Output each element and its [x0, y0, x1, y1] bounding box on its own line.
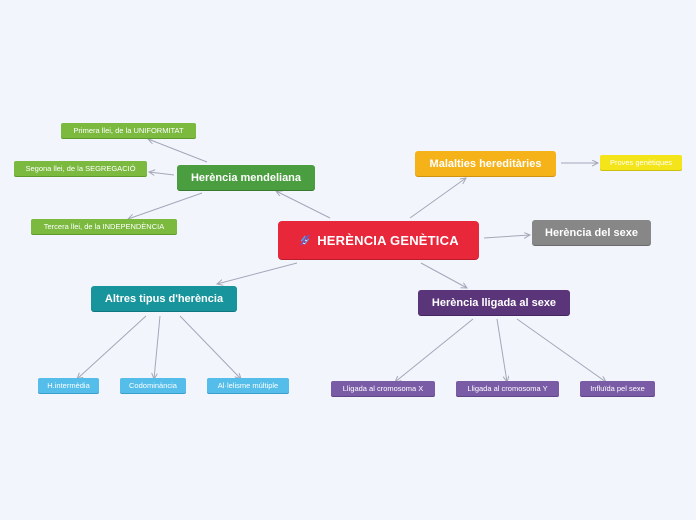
- subtopic-h-intermedia[interactable]: H.intermèdia: [38, 378, 99, 393]
- subtopic-label: Proves genètiques: [609, 158, 673, 167]
- edge-root-mendeliana: [276, 191, 331, 219]
- subtopic-proves-genetiques[interactable]: Proves genètiques: [600, 155, 682, 170]
- subtopic-lligada-cromosoma-x[interactable]: Lligada al cromosoma X: [331, 381, 435, 396]
- subtopic-tercera-llei[interactable]: Tercera llei, de la INDEPENDÈNCIA: [31, 219, 177, 234]
- edge-root-malalties: [409, 178, 466, 219]
- topic-herencia-mendeliana[interactable]: Herència mendeliana: [177, 165, 315, 190]
- subtopic-label: Tercera llei, de la INDEPENDÈNCIA: [43, 222, 165, 231]
- subtopic-label: Codominància: [129, 381, 177, 390]
- edge-root-sexe: [483, 235, 530, 238]
- root-topic-label: HERÈNCIA GENÈTICA: [317, 232, 459, 248]
- topic-label: Altres tipus d'herència: [104, 292, 224, 305]
- edge-altres-leaf-1: [77, 315, 147, 379]
- edge-altres-leaf-3: [179, 315, 241, 379]
- edge-lligada-leaf-2: [496, 318, 507, 382]
- subtopic-label: Influïda pel sexe: [590, 384, 645, 393]
- subtopic-primera-llei[interactable]: Primera llei, de la UNIFORMITAT: [61, 123, 196, 138]
- subtopic-label: Lligada al cromosoma Y: [467, 384, 548, 393]
- subtopic-label: Al·lelisme múltiple: [217, 381, 279, 390]
- edge-mendeliana-leaf-1: [148, 139, 208, 163]
- edge-lligada-leaf-1: [395, 318, 474, 382]
- subtopic-lligada-cromosoma-y[interactable]: Lligada al cromosoma Y: [456, 381, 559, 396]
- topic-herencia-del-sexe[interactable]: Herència del sexe: [532, 220, 651, 245]
- edge-mendeliana-leaf-2: [149, 172, 175, 175]
- edge-root-lligada: [420, 262, 467, 288]
- subtopic-influida-pel-sexe[interactable]: Influïda pel sexe: [580, 381, 655, 396]
- edge-lligada-leaf-3: [516, 318, 606, 382]
- root-topic[interactable]: HERÈNCIA GENÈTICA: [278, 221, 479, 259]
- edge-altres-leaf-2: [154, 315, 161, 379]
- subtopic-label: Lligada al cromosoma X: [342, 384, 424, 393]
- subtopic-label: Segona llei, de la SEGREGACIÓ: [25, 164, 136, 173]
- topic-label: Herència lligada al sexe: [431, 296, 557, 309]
- edge-root-altres: [217, 262, 298, 284]
- subtopic-label: Primera llei, de la UNIFORMITAT: [73, 126, 184, 135]
- topic-label: Malalties hereditàries: [429, 157, 542, 170]
- subtopic-allelisme-multiple[interactable]: Al·lelisme múltiple: [207, 378, 289, 393]
- topic-altres-tipus-herencia[interactable]: Altres tipus d'herència: [91, 286, 237, 311]
- dna-icon: [300, 234, 310, 246]
- subtopic-label: H.intermèdia: [47, 381, 90, 390]
- topic-herencia-lligada-al-sexe[interactable]: Herència lligada al sexe: [418, 290, 570, 315]
- edge-mendeliana-leaf-3: [128, 192, 203, 219]
- subtopic-segona-llei[interactable]: Segona llei, de la SEGREGACIÓ: [14, 161, 147, 176]
- topic-label: Herència del sexe: [545, 226, 638, 239]
- topic-label: Herència mendeliana: [190, 171, 302, 184]
- subtopic-codominancia[interactable]: Codominància: [120, 378, 186, 393]
- topic-malalties-hereditaries[interactable]: Malalties hereditàries: [415, 151, 556, 176]
